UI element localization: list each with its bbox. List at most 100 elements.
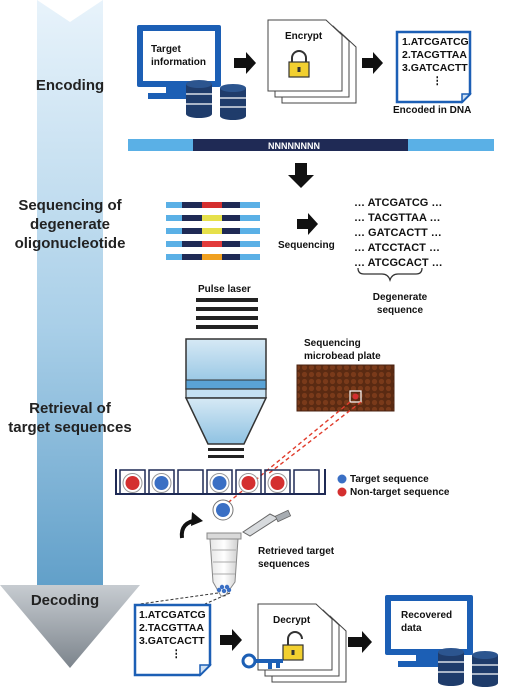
bead-wells <box>115 469 326 495</box>
oligo-segment <box>182 228 202 234</box>
stage-label-line: degenerate <box>29 216 111 233</box>
laser-below-lines <box>208 448 244 458</box>
oligo-segment <box>202 215 222 221</box>
bead-well <box>177 469 204 495</box>
pipette-icon <box>242 509 292 537</box>
oligo-segment <box>240 254 260 260</box>
arrow-icon <box>297 213 318 235</box>
oligo-segment <box>202 228 222 234</box>
key-icon <box>241 653 283 669</box>
microbead-plate-label: Sequencing microbead plate <box>304 337 381 363</box>
oligo-segment <box>182 241 202 247</box>
monitor-text-line: information <box>151 57 206 68</box>
oligo-segment <box>166 215 182 221</box>
microbead-plate-label-line: microbead plate <box>304 351 381 362</box>
dna-strand <box>128 139 494 151</box>
arrow-down-icon <box>288 163 314 188</box>
oligo-segment <box>202 254 222 260</box>
degenerate-brace <box>357 267 423 283</box>
dna-note-icon <box>395 30 472 104</box>
dna-list-ellipsis: ⋮ <box>432 75 443 87</box>
oligo-segment <box>222 202 240 208</box>
retrieved-label-line: Retrieved target <box>258 546 335 557</box>
oligo-segment <box>166 202 182 208</box>
microbead-plate <box>296 364 395 412</box>
oligo-segment <box>182 202 202 208</box>
dna-list-item: 3.GATCACTT <box>402 62 468 74</box>
lock-icon <box>288 50 310 78</box>
oligo-segment <box>182 215 202 221</box>
target-bead <box>154 476 169 490</box>
arrow-icon <box>348 631 372 653</box>
dna-list-item: 1.ATCGATCG <box>402 36 469 48</box>
retrieved-label: Retrieved target sequences <box>258 545 334 571</box>
bead-well <box>264 469 291 495</box>
legend-target-dot <box>337 474 347 484</box>
reads-list: … ATCGATCG … … TACGTTAA … … GATCACTT … …… <box>354 196 443 271</box>
read-item: … ATCCTACT … <box>354 242 440 254</box>
oligo-segment <box>240 202 260 208</box>
microbead-plate-label-line: Sequencing <box>304 338 361 349</box>
degenerate-label: Degenerate sequence <box>365 291 435 317</box>
stage-label-encoding: Encoding <box>35 77 105 94</box>
dna-list: 1.ATCGATCG 2.TACGTTAA 3.GATCACTT ⋮ <box>402 36 469 87</box>
nontarget-bead <box>125 476 140 490</box>
target-bead <box>212 476 227 490</box>
oligo-segment <box>222 228 240 234</box>
dna-list-item: 2.TACGTTAA <box>402 49 467 61</box>
process-arrow <box>0 0 140 668</box>
recovered-text: Recovered data <box>401 609 452 635</box>
legend-nontarget-dot <box>337 487 347 497</box>
encoded-caption: Encoded in DNA <box>393 105 472 116</box>
strand-label: NNNNNNNN <box>268 141 320 151</box>
decrypt-label: Decrypt <box>273 615 311 626</box>
stage-label-line: oligonucleotide <box>14 235 126 252</box>
decoded-list: 1.ATCGATCG 2.TACGTTAA 3.GATCACTT ⋮ <box>139 609 206 660</box>
read-item: … ATCGCACT … <box>354 257 443 269</box>
bead-well <box>293 469 320 495</box>
bead-well <box>235 469 262 495</box>
curved-arrow-icon <box>179 512 203 539</box>
read-item: … GATCACTT … <box>354 227 442 239</box>
decoded-list-item: 3.GATCACTT <box>139 635 205 647</box>
decoded-list-item: 2.TACGTTAA <box>139 622 204 634</box>
stage-label-line: target sequences <box>8 419 132 436</box>
collection-tube <box>206 532 242 597</box>
degenerate-label-line: Degenerate <box>372 292 428 303</box>
oligo-segment <box>182 254 202 260</box>
stage-label-line: Retrieval of <box>29 400 111 417</box>
unlock-icon <box>282 631 304 661</box>
ejected-bead <box>212 499 234 521</box>
oligo-segment <box>240 241 260 247</box>
recovered-text-line: Recovered <box>401 610 453 621</box>
decoded-list-ellipsis: ⋮ <box>171 648 182 660</box>
legend-nontarget-label: Non-target sequence <box>350 487 450 498</box>
degenerate-label-line: sequence <box>376 305 424 316</box>
decoded-list-item: 1.ATCGATCG <box>139 609 206 621</box>
legend-target-label: Target sequence <box>350 474 429 485</box>
stage-label-retrieval: Retrieval of target sequences <box>0 399 140 437</box>
monitor-text-line: Target <box>151 44 181 55</box>
oligo-segment <box>202 202 222 208</box>
retrieved-label-line: sequences <box>258 559 310 570</box>
arrow-icon <box>362 52 383 74</box>
read-item: … ATCGATCG … <box>354 197 443 209</box>
target-monitor-icon <box>137 25 221 99</box>
encrypt-label: Encrypt <box>285 31 323 42</box>
oligo-segment <box>240 228 260 234</box>
pulse-laser-label: Pulse laser <box>198 284 251 295</box>
arrow-icon <box>220 629 242 651</box>
database-icon <box>438 648 498 687</box>
oligo-segment <box>222 215 240 221</box>
oligo-segment <box>166 241 182 247</box>
tube-zoom-lines <box>139 592 231 605</box>
oligo-segment <box>202 241 222 247</box>
sequencing-arrow-label: Sequencing <box>278 240 335 251</box>
decoded-note-icon <box>133 603 212 677</box>
pulse-laser-lines <box>196 298 258 329</box>
oligo-segment <box>222 241 240 247</box>
nontarget-bead <box>241 476 256 490</box>
recovered-monitor-icon <box>385 595 473 667</box>
